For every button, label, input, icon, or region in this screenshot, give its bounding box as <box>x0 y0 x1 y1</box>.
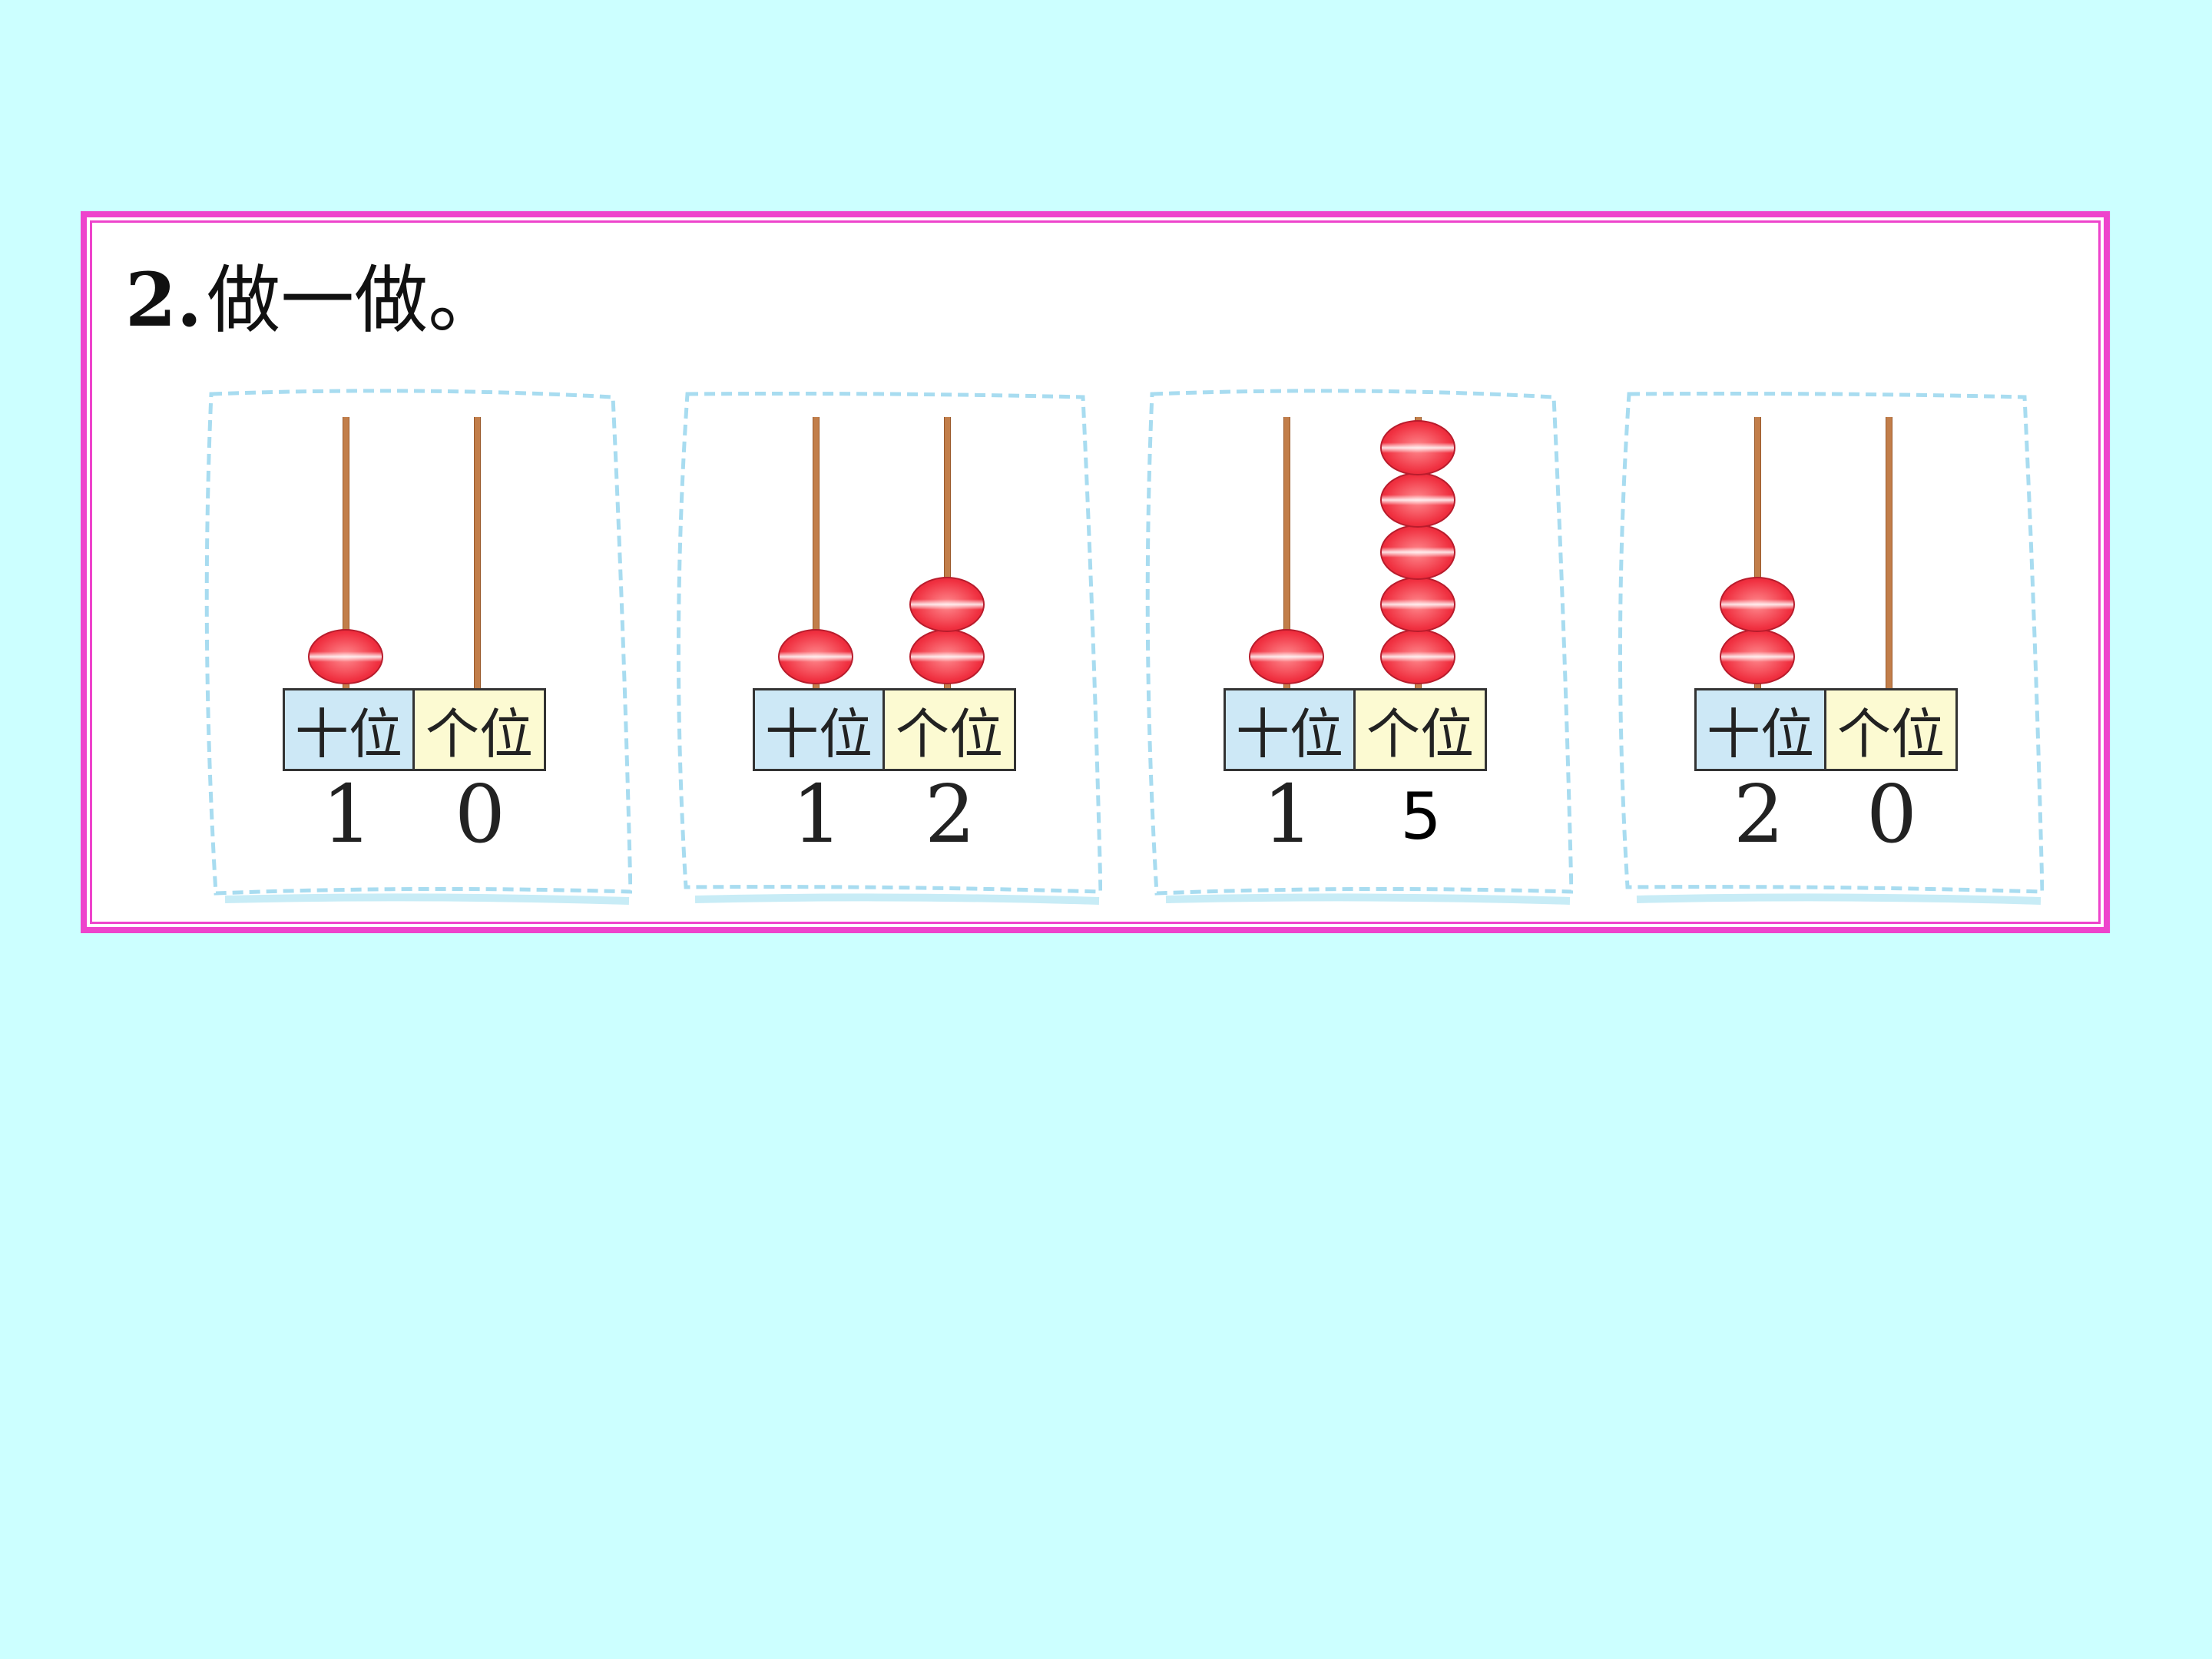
paper-outline <box>204 389 632 905</box>
abacus-card-3: 十位个位 1 5 <box>1135 379 1573 909</box>
exercise-title: 2.做一做。 <box>125 240 502 347</box>
abacus-bead[interactable] <box>1380 525 1455 580</box>
tens-rod <box>813 417 820 690</box>
ones-rod <box>474 417 481 690</box>
abacus-bead[interactable] <box>1720 629 1795 684</box>
paper-outline <box>1145 389 1573 905</box>
abacus-bead[interactable] <box>909 577 985 632</box>
abacus-bead[interactable] <box>1249 629 1324 684</box>
abacus-bead[interactable] <box>909 629 985 684</box>
ones-digit: 0 <box>1866 767 1918 861</box>
paper-outline <box>676 392 1102 905</box>
exercise-number: 2. <box>125 257 203 343</box>
ones-digit: 0 <box>454 767 506 861</box>
ones-place-label: 个位 <box>412 688 546 771</box>
abacus-bead[interactable] <box>778 629 853 684</box>
ones-place-label: 个位 <box>882 688 1016 771</box>
tens-place-label: 十位 <box>753 688 885 771</box>
abacus-bead[interactable] <box>1720 577 1795 632</box>
abacus-bead[interactable] <box>1380 472 1455 528</box>
ones-rod <box>1886 417 1892 690</box>
exercise-heading: 做一做。 <box>207 257 502 343</box>
tens-digit: 2 <box>1733 767 1785 861</box>
abacus-bead[interactable] <box>1380 420 1455 475</box>
tens-place-label: 十位 <box>1224 688 1356 771</box>
tens-digit: 1 <box>1262 767 1314 861</box>
tens-rod <box>343 417 349 690</box>
tens-digit: 1 <box>321 767 373 861</box>
tens-place-label: 十位 <box>283 688 415 771</box>
tens-place-label: 十位 <box>1694 688 1826 771</box>
paper-outline <box>1618 392 2044 905</box>
abacus-bead[interactable] <box>308 629 383 684</box>
ones-place-label: 个位 <box>1824 688 1958 771</box>
tens-rod <box>1754 417 1761 690</box>
ones-rod <box>944 417 951 690</box>
abacus-bead[interactable] <box>1380 629 1455 684</box>
tens-rod <box>1283 417 1290 690</box>
ones-digit: 2 <box>924 767 976 861</box>
abacus-bead[interactable] <box>1380 577 1455 632</box>
tens-digit: 1 <box>791 767 843 861</box>
ones-place-label: 个位 <box>1353 688 1487 771</box>
ones-digit: 5 <box>1400 779 1442 854</box>
